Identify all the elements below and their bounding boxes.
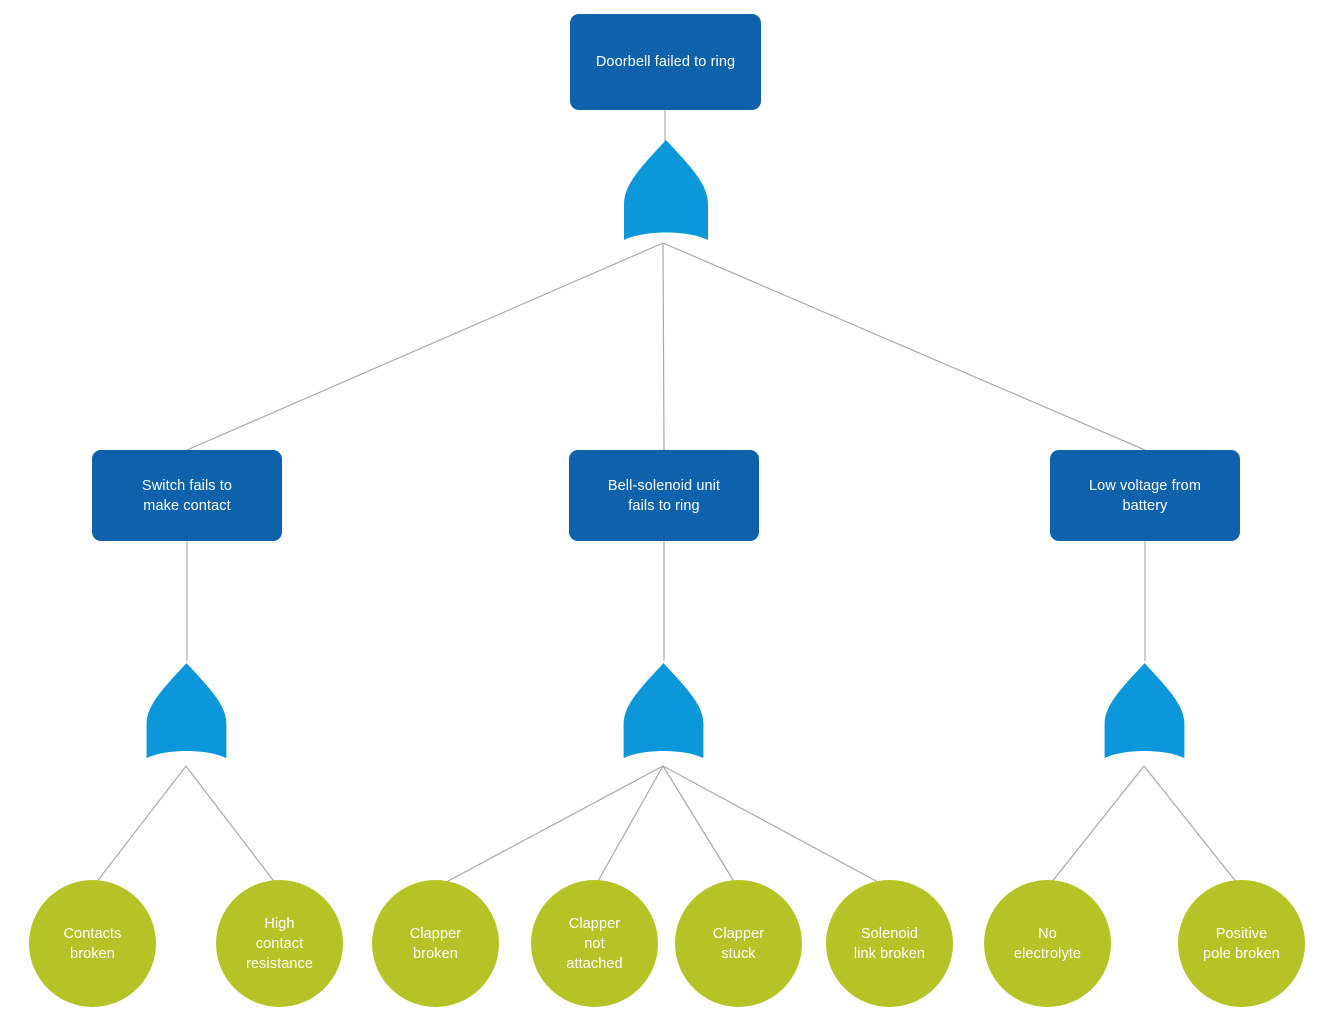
basic-event-solenoid-link-broken[interactable]: Solenoid link broken — [826, 880, 953, 1007]
intermediate-event-label-switch: Switch fails to make contact — [141, 477, 233, 514]
connector-bell-gate-to-clapper-stuck — [662, 765, 739, 889]
or-gate-battery[interactable] — [1097, 659, 1192, 768]
basic-event-positive-pole-broken[interactable]: Positive pole broken — [1178, 880, 1305, 1007]
or-gate-bell-solenoid[interactable] — [616, 659, 711, 768]
connector-bell-gate-to-clapper-broken — [434, 765, 664, 889]
intermediate-event-label-bell-solenoid: Bell-solenoid unit fails to ring — [607, 477, 721, 514]
basic-event-label: Clapper stuck — [712, 925, 765, 962]
connector-top-gate-to-bell-solenoid — [662, 242, 665, 451]
basic-event-label: Clapper not attached — [566, 915, 623, 972]
basic-event-label: High contact resistance — [245, 915, 314, 972]
basic-event-label: Positive pole broken — [1203, 925, 1280, 962]
or-gate-top-icon — [624, 140, 708, 240]
basic-event-label: Clapper broken — [409, 925, 462, 962]
top-event-label: Doorbell failed to ring — [595, 54, 736, 70]
connector-switch-gate-to-high-contact-resistance — [185, 765, 280, 889]
connector-bell-gate-to-solenoid-link-broken — [662, 765, 890, 889]
intermediate-event-label-battery: Low voltage from battery — [1088, 477, 1201, 514]
basic-event-high-contact-resistance[interactable]: High contact resistance — [216, 880, 343, 1007]
basic-event-clapper-not-attached[interactable]: Clapper not attached — [531, 880, 658, 1007]
connector-battery-gate-to-positive-pole — [1143, 765, 1242, 889]
intermediate-event-box-bell-solenoid[interactable]: Bell-solenoid unit fails to ring — [569, 450, 759, 541]
basic-event-label: Contacts broken — [63, 925, 122, 962]
basic-event-clapper-stuck[interactable]: Clapper stuck — [675, 880, 802, 1007]
connector-battery-gate-to-no-electrolyte — [1046, 765, 1145, 889]
or-gate-switch-icon — [146, 663, 227, 759]
or-gate-battery-icon — [1104, 663, 1185, 759]
top-event-box[interactable]: Doorbell failed to ring — [570, 14, 761, 110]
basic-event-clapper-broken[interactable]: Clapper broken — [372, 880, 499, 1007]
or-gate-switch[interactable] — [139, 659, 234, 768]
intermediate-event-box-battery[interactable]: Low voltage from battery — [1050, 450, 1240, 541]
or-gate-bell-solenoid-icon — [623, 663, 704, 759]
connector-top-gate-to-battery — [662, 242, 1146, 451]
basic-event-label: Solenoid link broken — [853, 925, 926, 962]
basic-event-no-electrolyte[interactable]: No electrolyte — [984, 880, 1111, 1007]
connector-bell-gate-to-clapper-not-attached — [593, 765, 664, 889]
connector-switch-gate-to-contacts-broken — [91, 765, 187, 889]
basic-event-contacts-broken[interactable]: Contacts broken — [29, 880, 156, 1007]
basic-event-label: No electrolyte — [1013, 925, 1082, 962]
intermediate-event-box-switch[interactable]: Switch fails to make contact — [92, 450, 282, 541]
connector-top-gate-to-switch — [186, 242, 664, 451]
or-gate-top[interactable] — [616, 140, 716, 246]
